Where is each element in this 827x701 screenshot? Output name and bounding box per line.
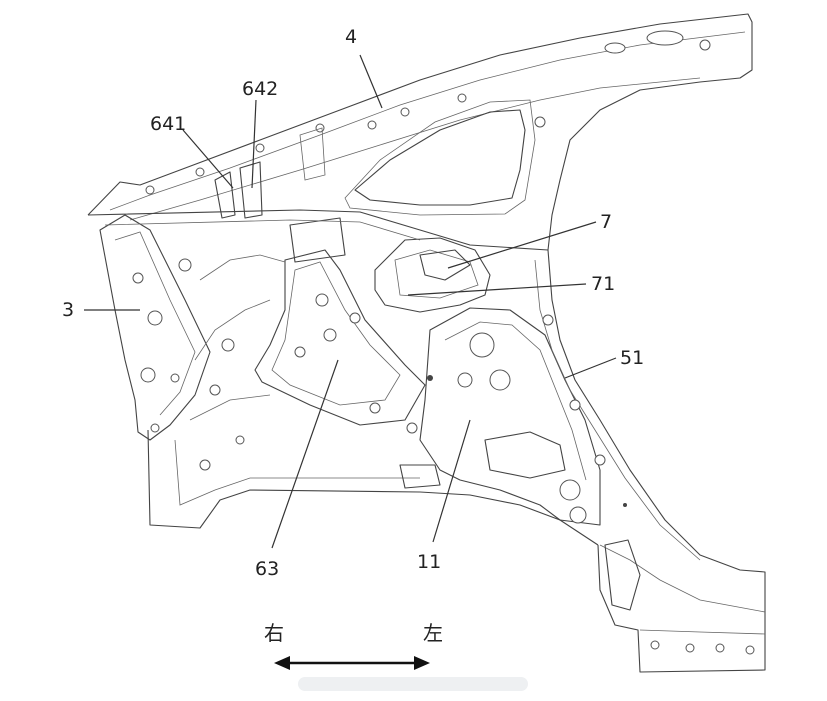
bracket-641-642: [214, 127, 326, 219]
callout-label-71: 71: [591, 273, 615, 295]
leader-51: [564, 357, 617, 379]
direction-label-right: 右: [264, 621, 284, 645]
direction-arrow-right-head: [414, 656, 430, 670]
leader-7: [447, 221, 597, 269]
direction-arrow-left-head: [274, 656, 290, 670]
upper-bracket-part: [374, 237, 491, 313]
leader-4: [359, 54, 383, 109]
roof-rail-part: [87, 13, 753, 251]
lower-body-outline: [147, 254, 599, 546]
callout-label-4: 4: [345, 26, 357, 48]
leader-63: [271, 359, 339, 549]
callout-label-7: 7: [600, 211, 612, 233]
callout-label-11: 11: [417, 551, 441, 573]
mid-rail: [87, 209, 627, 507]
wheelhouse-inner-part: [406, 307, 601, 526]
wheel-arch-outer-part: [534, 249, 766, 673]
callout-label-641: 641: [150, 113, 186, 135]
leader-641: [182, 129, 234, 189]
quarter-window-opening: [344, 99, 536, 216]
leader-lines: [84, 54, 617, 549]
reinforcement-panel-part: [254, 217, 426, 426]
callout-label-51: 51: [620, 347, 644, 369]
callout-label-642: 642: [242, 78, 278, 100]
direction-indicator: 右 左: [264, 621, 443, 670]
callout-label-3: 3: [62, 299, 74, 321]
leader-11: [432, 419, 471, 543]
direction-label-left: 左: [423, 621, 443, 645]
rear-pillar-bracket-part: [99, 214, 211, 441]
callout-label-63: 63: [255, 558, 279, 580]
leader-71: [407, 283, 587, 296]
leader-642: [251, 99, 257, 189]
bottom-watermark-bar: [298, 677, 528, 691]
